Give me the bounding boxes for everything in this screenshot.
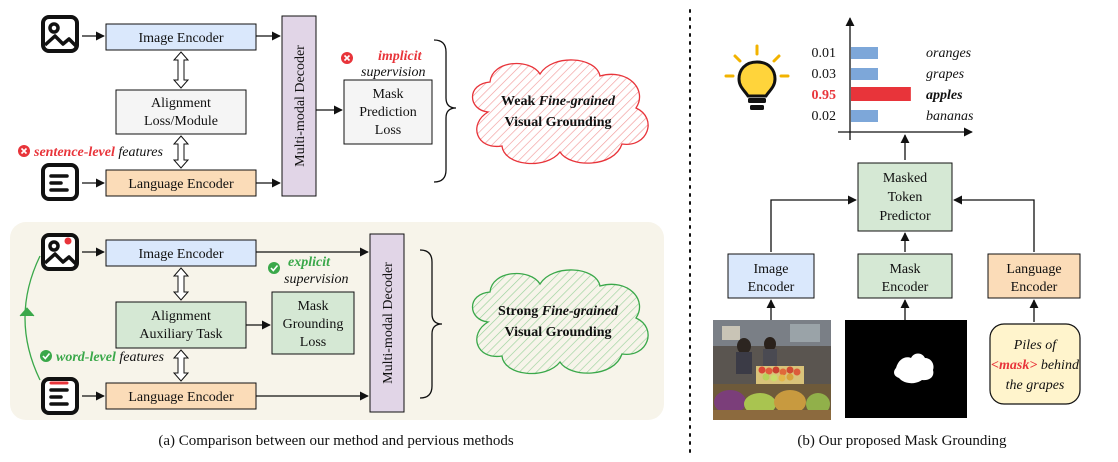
alignment-task-box (115, 301, 247, 349)
predictor-label-line3: Predictor (879, 209, 931, 224)
masked-token-predictor-box (857, 162, 953, 232)
word-level-features-label: word-level features (56, 350, 165, 365)
mask-encoder-line2: Encoder (882, 280, 929, 295)
bar-oranges (851, 47, 878, 59)
decoder-label: Multi-modal Decoder (381, 262, 396, 384)
strong-result-line2: Visual Grounding (505, 325, 612, 340)
document-icon (41, 163, 79, 201)
language-encoder-label: Language Encoder (128, 177, 234, 192)
brace (433, 39, 457, 183)
caption-b: (b) Our proposed Mask Grounding (797, 433, 1007, 449)
strong-grounding-cloud (472, 269, 649, 375)
brace (419, 249, 443, 399)
cross-icon (18, 145, 30, 157)
predictor-label-line1: Masked (883, 171, 927, 186)
loss-label-line2: Prediction (359, 105, 417, 120)
loss-label-line1: Mask (297, 299, 328, 314)
alignment-label-line1: Alignment (151, 96, 211, 111)
highlight-dot (64, 237, 72, 245)
weak-grounding-cloud (472, 59, 649, 165)
mask-grounding-loss-box (271, 291, 355, 355)
strong-result-line1: Strong Fine-grained (498, 304, 619, 319)
image-encoder-box (727, 253, 815, 299)
alignment-module-box (115, 89, 247, 135)
check-icon (40, 350, 52, 362)
supervision-label: supervision (361, 65, 426, 80)
language-encoder-label: Language Encoder (128, 390, 234, 405)
value-label-oranges: 0.01 (812, 46, 837, 61)
mask-encoder-line1: Mask (889, 262, 920, 277)
value-label-apples: 0.95 (812, 88, 837, 103)
value-label-bananas: 0.02 (812, 109, 837, 124)
image-encoder-label: Image Encoder (138, 31, 223, 46)
market-photo (713, 320, 831, 420)
implicit-label: implicit (378, 49, 423, 64)
mask-encoder-box (857, 253, 953, 299)
explicit-label: explicit (288, 255, 331, 270)
weak-result-line1: Weak Fine-grained (501, 94, 616, 109)
loss-label-line2: Grounding (283, 317, 344, 332)
image-encoder-line1: Image (754, 262, 789, 277)
language-encoder-box (987, 253, 1081, 299)
image-icon (41, 233, 79, 271)
double-arrow-icon (172, 267, 190, 382)
alignment-label-line2: Loss/Module (144, 114, 218, 129)
category-label-bananas: bananas (926, 109, 974, 124)
alignment-label-line1: Alignment (151, 309, 211, 324)
decoder-label: Multi-modal Decoder (293, 45, 308, 167)
bar-bananas (851, 110, 878, 122)
mask-grounding-diagram: 0.01 oranges 0.03 grapes 0.95 apples 0.02 banan… (713, 17, 1081, 420)
our-method-diagram: Image Encoder Language Encoder Alignment… (10, 222, 664, 420)
image-encoder-label: Image Encoder (138, 247, 223, 262)
sentence-line2: <mask> behind (991, 358, 1080, 373)
bar-apples (851, 87, 911, 101)
sentence-level-features-label: sentence-level features (33, 145, 163, 160)
value-label-grapes: 0.03 (812, 67, 837, 82)
mask-image (845, 320, 967, 418)
category-label-oranges: oranges (926, 46, 972, 61)
alignment-label-line2: Auxiliary Task (139, 327, 222, 342)
weak-result-line2: Visual Grounding (505, 115, 612, 130)
language-encoder-box (105, 169, 257, 197)
sentence-line3: the grapes (1006, 378, 1065, 393)
category-label-apples: apples (926, 88, 963, 103)
mask-prediction-loss-box (343, 79, 433, 145)
image-encoder-line2: Encoder (748, 280, 795, 295)
loss-label-line3: Loss (300, 335, 326, 350)
link-arrowhead (19, 307, 35, 317)
image-icon (41, 15, 79, 53)
multimodal-decoder-box (281, 15, 317, 197)
token-probability-chart: 0.01 oranges 0.03 grapes 0.95 apples 0.02 banan… (812, 17, 974, 140)
predictor-label-line2: Token (888, 190, 923, 205)
word-region-link (24, 255, 41, 381)
sentence-card: Piles of <mask> behind the grapes (989, 323, 1081, 405)
previous-methods-diagram: Image Encoder Language Encoder Alignment… (18, 15, 649, 201)
supervision-label: supervision (284, 272, 349, 287)
loss-label-line1: Mask (372, 87, 403, 102)
lightbulb-icon (724, 44, 790, 110)
multimodal-decoder-box (369, 233, 405, 413)
cross-icon (341, 52, 353, 64)
caption-a: (a) Comparison between our method and pe… (158, 433, 513, 449)
sentence-line1: Piles of (1013, 338, 1058, 353)
double-arrow-icon (172, 51, 190, 169)
category-label-grapes: grapes (926, 67, 965, 82)
loss-label-line3: Loss (375, 123, 401, 138)
check-icon (268, 262, 280, 274)
language-encoder-line1: Language (1006, 262, 1061, 277)
bar-grapes (851, 68, 878, 80)
image-encoder-box (105, 239, 257, 267)
image-encoder-box (105, 23, 257, 51)
language-encoder-line2: Encoder (1011, 280, 1058, 295)
